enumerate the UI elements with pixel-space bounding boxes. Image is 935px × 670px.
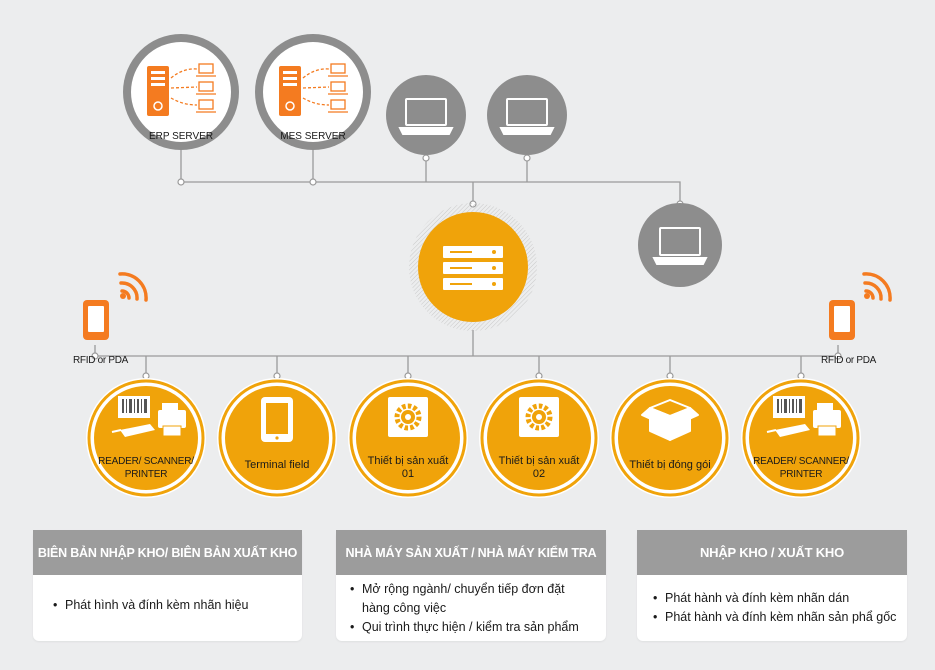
label-line2: PRINTER [124,469,168,480]
bottom-node-label-reader-left: READER/ SCANNER/ PRINTER [96,455,196,481]
reader-scanner-printer-icon [111,396,186,437]
label-line2: PRINTER [779,469,823,480]
bottom-node-label-packaging: Thiết bị đóng gói [620,459,720,472]
laptop-icon [652,227,708,265]
panel-title: NHẬP KHO / XUẤT KHO [637,530,907,575]
label-line1: Thiết bị sản xuất [367,455,449,467]
gear-icon [519,397,559,437]
panel-stock-in-out: NHẬP KHO / XUẤT KHO Phát hành và đính kè… [637,530,907,641]
laptop-node-1 [386,75,466,155]
panel-body: Phát hình và đính kèm nhãn hiệu [33,596,302,615]
bottom-node-rings [86,378,861,498]
label-line1: READER/ SCANNER/ [98,456,194,467]
bottom-connector-dots [91,352,842,380]
panel-item: Phát hình và đính kèm nhãn hiệu [53,596,302,615]
rfid-pda-right [829,272,892,340]
panel-title: BIÊN BẢN NHẬP KHO/ BIÊN BẢN XUẤT KHO [33,530,302,575]
server-rack-icon [443,246,503,290]
laptop-icon [398,98,454,135]
package-icon [641,399,699,441]
bottom-node-label-production-02: Thiết bị sản xuất 02 [489,455,589,481]
label-line2: 01 [401,468,415,480]
mes-server-node: MES SERVER [255,34,371,150]
tablet-icon [261,397,293,442]
panel-factory: NHÀ MÁY SẢN XUẤT / NHÀ MÁY KIỂM TRA Mở r… [336,530,606,641]
central-hub-node [409,203,537,331]
bottom-node-label-production-01: Thiết bị sản xuất 01 [358,455,458,481]
panel-item: Phát hành và đính kèm nhãn sản phẩ gốc [653,608,907,627]
panel-body: Mở rộng ngành/ chuyển tiếp đơn đặt hàng … [336,580,606,637]
panel-item: Qui trình thực hiện / kiểm tra sản phẩm [350,618,598,637]
laptop-node-2 [487,75,567,155]
panel-item: Mở rộng ngành/ chuyển tiếp đơn đặt hàng … [350,580,587,618]
label-line1: READER/ SCANNER/ [753,456,849,467]
rfid-pda-left-label: RFID or PDA [73,355,129,366]
panel-item: Phát hành và đính kèm nhãn dán [653,589,907,608]
bottom-connectors [94,330,839,376]
mobile-wifi-icon [83,272,148,340]
label-line2: 02 [532,468,546,480]
top-connector-dots [177,154,684,208]
rfid-pda-left [83,272,148,340]
server-network-icon [279,63,348,116]
laptop-node-3 [638,203,722,287]
panel-warehouse-report: BIÊN BẢN NHẬP KHO/ BIÊN BẢN XUẤT KHO Phá… [33,530,302,641]
rfid-pda-right-label: RFID or PDA [821,355,877,366]
laptop-icon [499,98,555,135]
panel-body: Phát hành và đính kèm nhãn dán Phát hành… [637,589,907,627]
gear-icon [388,397,428,437]
panel-title: NHÀ MÁY SẢN XUẤT / NHÀ MÁY KIỂM TRA [336,530,606,575]
mes-server-label: MES SERVER [280,131,345,142]
erp-server-label: ERP SERVER [149,131,213,142]
erp-server-node: ERP SERVER [123,34,239,150]
server-network-icon [147,63,216,116]
bottom-node-label-reader-right: READER/ SCANNER/ PRINTER [751,455,851,481]
label-line1: Thiết bị sản xuất [498,455,580,467]
mobile-wifi-icon [829,272,892,340]
label-line1: Thiết bị đóng gói [629,459,711,471]
label-line1: Terminal field [244,459,310,471]
bottom-node-label-terminal: Terminal field [227,459,327,472]
reader-scanner-printer-icon [766,396,841,437]
